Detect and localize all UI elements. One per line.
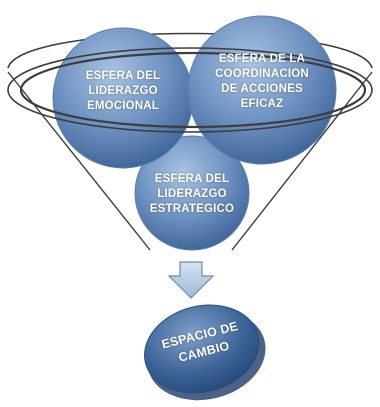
- label-line: COORDINACION: [215, 68, 309, 80]
- result-disc: [144, 304, 266, 401]
- label-line: DE ACCIONES: [221, 83, 303, 95]
- label-line: ESFERA DEL: [85, 70, 161, 82]
- label-liderazgo-emocional: ESFERA DEL LIDERAZGO EMOCIONAL: [68, 69, 178, 114]
- label-line: ESFERA DEL: [154, 173, 230, 185]
- label-line: EMOCIONAL: [86, 100, 160, 112]
- funnel-right-side: [231, 71, 373, 251]
- label-line: ESTRATEGICO: [149, 203, 235, 215]
- label-line: LIDERAZGO: [157, 188, 227, 200]
- down-arrow-icon: [167, 261, 215, 299]
- label-liderazgo-estrategico: ESFERA DEL LIDERAZGO ESTRATEGICO: [142, 172, 242, 217]
- sphere-liderazgo-estrategico: [134, 135, 250, 251]
- label-line: LIDERAZGO: [88, 85, 158, 97]
- funnel-rim-outer: [7, 47, 373, 133]
- funnel-rim-back: [7, 32, 373, 69]
- label-line: EFICAZ: [240, 98, 284, 110]
- label-line: ESFERA DE LA: [218, 53, 306, 65]
- label-coordinacion-acciones: ESFERA DE LA COORDINACION DE ACCIONES EF…: [198, 52, 326, 112]
- funnel-rim-inner: [19, 51, 367, 129]
